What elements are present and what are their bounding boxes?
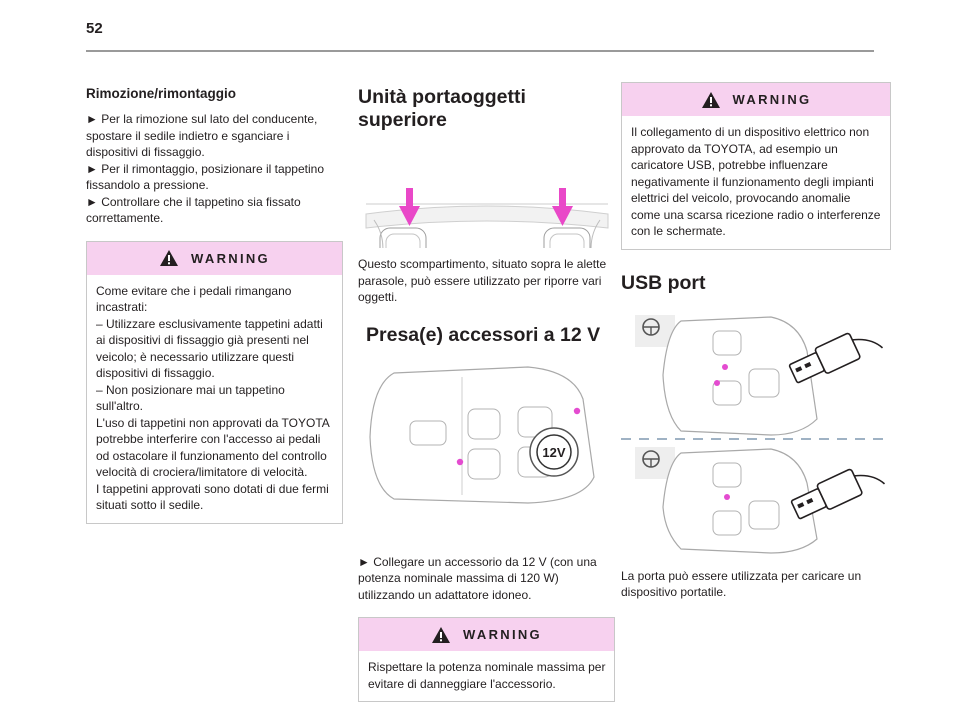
section-heading-storage: Unità portaoggetti superiore (358, 86, 526, 131)
warning-box-usb: WARNING Il collegamento di un dispositiv… (621, 82, 891, 250)
warning-title: WARNING (191, 250, 270, 266)
usb-port-illustration (621, 314, 891, 554)
usb-description: La porta può essere utilizzata per caric… (621, 568, 862, 600)
usb-plug-icon (788, 332, 884, 383)
section-heading-usb: USB port (621, 271, 706, 294)
section-heading-removal: Rimozione/rimontaggio (86, 86, 236, 101)
arrow-left-icon (399, 188, 420, 226)
warning-header: WARNING (622, 83, 890, 116)
section-heading-12v: Presa(e) accessori a 12 V (366, 323, 601, 346)
warning-triangle-icon (160, 250, 179, 266)
usb-location-dot (722, 363, 728, 370)
warning-header: WARNING (359, 618, 614, 651)
storage-description: Questo scompartimento, situato sopra le … (358, 257, 607, 304)
warning-header: WARNING (87, 241, 342, 275)
warning-text-pedals: Come evitare che i pedali rimangano inca… (96, 283, 330, 513)
socket-label: 12V (542, 445, 565, 460)
12v-socket-illustration: 12V (369, 365, 595, 504)
usb-location-dot (714, 379, 720, 386)
usb-plug-icon (790, 468, 886, 519)
removal-instructions: ► Per la rimozione sul lato del conducen… (86, 112, 325, 225)
column-2: Unità portaoggetti superiore Questo scom… (358, 80, 615, 702)
page-number: 52 (86, 20, 103, 37)
warning-text-12v: Rispettare la potenza nominale massima p… (368, 660, 606, 691)
warning-title: WARNING (732, 92, 812, 107)
socket-location-dot (573, 407, 581, 414)
header-rule (86, 50, 874, 52)
12v-instructions: ► Collegare un accessorio da 12 V (con u… (358, 554, 597, 602)
warning-box-pedals: WARNING Come evitare che i pedali rimang… (86, 240, 343, 524)
column-3: WARNING Il collegamento di un dispositiv… (621, 80, 891, 601)
column-1: Rimozione/rimontaggio ► Per la rimozione… (86, 80, 343, 524)
warning-triangle-icon (432, 626, 451, 643)
warning-box-12v: WARNING Rispettare la potenza nominale m… (358, 617, 615, 702)
overhead-storage-illustration (365, 188, 609, 248)
usb-location-dot (724, 493, 730, 500)
socket-location-dot (456, 458, 464, 465)
warning-text-usb: Il collegamento di un dispositivo elettr… (631, 125, 881, 238)
arrow-right-icon (552, 188, 573, 226)
warning-triangle-icon (701, 91, 720, 108)
warning-title: WARNING (463, 627, 542, 642)
